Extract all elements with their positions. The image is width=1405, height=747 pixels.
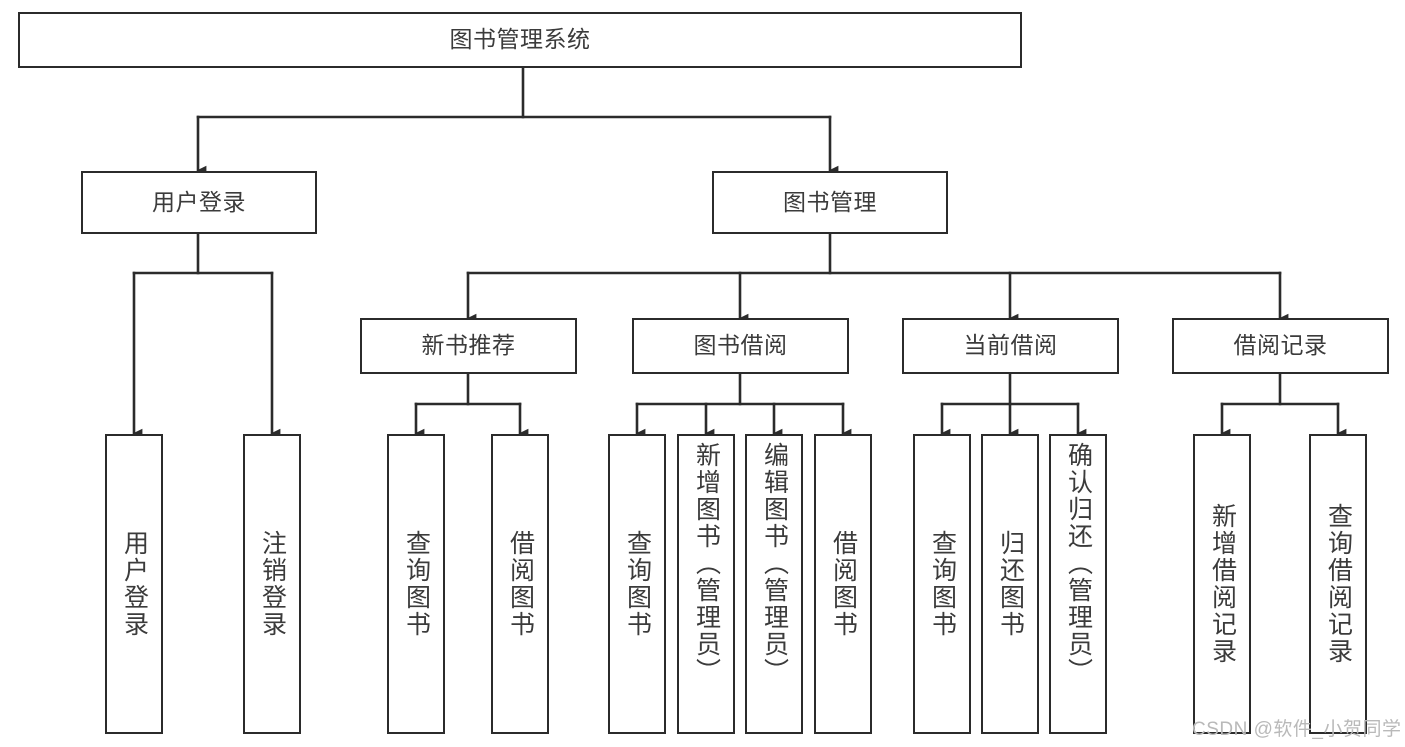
watermark: CSDN @软件_小贺同学 <box>1192 719 1402 740</box>
node-new-book-recommend[interactable]: 新书推荐 <box>360 318 577 374</box>
node-leaf-confirm-return[interactable]: 确认归还（管理员） <box>1049 434 1107 734</box>
node-leaf-user-login[interactable]: 用户登录 <box>105 434 163 734</box>
node-leaf-add-book[interactable]: 新增图书（管理员） <box>677 434 735 734</box>
node-current-borrow-label: 当前借阅 <box>963 332 1058 359</box>
node-leaf-user-login-label: 用户登录 <box>120 530 149 638</box>
node-leaf-add-record-label: 新增借阅记录 <box>1208 503 1237 665</box>
node-book-borrow[interactable]: 图书借阅 <box>632 318 849 374</box>
node-leaf-return-book[interactable]: 归还图书 <box>981 434 1039 734</box>
node-leaf-query-book-2-label: 查询图书 <box>623 530 652 638</box>
node-leaf-edit-book-label: 编辑图书（管理员） <box>760 442 789 685</box>
node-leaf-query-book-3[interactable]: 查询图书 <box>913 434 971 734</box>
node-leaf-borrow-book-1-label: 借阅图书 <box>506 530 535 638</box>
node-leaf-query-book-2[interactable]: 查询图书 <box>608 434 666 734</box>
node-borrow-record[interactable]: 借阅记录 <box>1172 318 1389 374</box>
node-leaf-borrow-book-1[interactable]: 借阅图书 <box>491 434 549 734</box>
node-user-login-label: 用户登录 <box>152 188 246 215</box>
node-leaf-query-book-1[interactable]: 查询图书 <box>387 434 445 734</box>
node-leaf-confirm-return-label: 确认归还（管理员） <box>1064 442 1093 685</box>
node-leaf-add-record[interactable]: 新增借阅记录 <box>1193 434 1251 734</box>
node-borrow-record-label: 借阅记录 <box>1233 332 1328 359</box>
node-leaf-logout-label: 注销登录 <box>258 530 287 638</box>
node-leaf-query-record[interactable]: 查询借阅记录 <box>1309 434 1367 734</box>
node-leaf-logout[interactable]: 注销登录 <box>243 434 301 734</box>
node-book-management[interactable]: 图书管理 <box>712 171 948 234</box>
node-leaf-borrow-book-2[interactable]: 借阅图书 <box>814 434 872 734</box>
node-leaf-add-book-label: 新增图书（管理员） <box>692 442 721 685</box>
node-current-borrow[interactable]: 当前借阅 <box>902 318 1119 374</box>
node-book-borrow-label: 图书借阅 <box>693 332 788 359</box>
node-leaf-query-record-label: 查询借阅记录 <box>1324 503 1353 665</box>
node-new-book-recommend-label: 新书推荐 <box>421 332 516 359</box>
node-user-login[interactable]: 用户登录 <box>81 171 317 234</box>
node-leaf-edit-book[interactable]: 编辑图书（管理员） <box>745 434 803 734</box>
node-leaf-query-book-3-label: 查询图书 <box>928 530 957 638</box>
node-leaf-borrow-book-2-label: 借阅图书 <box>829 530 858 638</box>
node-leaf-return-book-label: 归还图书 <box>996 530 1025 638</box>
node-root-label: 图书管理系统 <box>449 26 591 53</box>
node-root[interactable]: 图书管理系统 <box>18 12 1022 68</box>
node-leaf-query-book-1-label: 查询图书 <box>402 530 431 638</box>
node-book-management-label: 图书管理 <box>783 188 877 215</box>
